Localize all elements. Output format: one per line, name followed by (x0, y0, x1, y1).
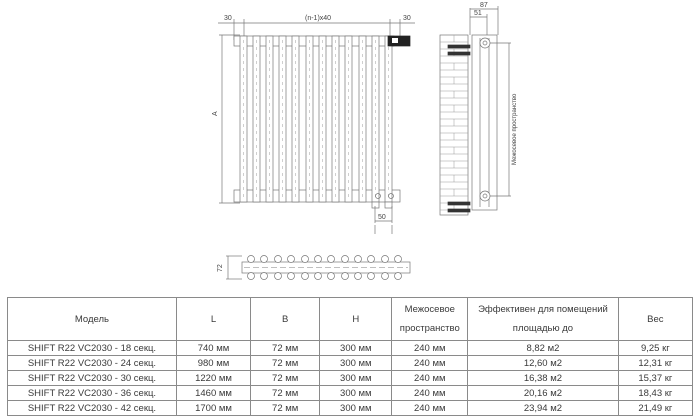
table-row: SHIFT R22 VC2030 - 18 секц. 740 мм 72 мм… (7, 340, 694, 356)
cell-l: 980 мм (175, 355, 252, 371)
cell-b: 72 мм (250, 370, 321, 386)
header-l: L (175, 297, 252, 341)
cell-room-area: 20,16 м2 (467, 385, 619, 401)
cell-axis-spacing: 240 мм (391, 385, 469, 401)
cell-b: 72 мм (250, 340, 321, 356)
cell-axis-spacing: 240 мм (391, 340, 469, 356)
dim-axis-spacing: Межосевое пространство (512, 93, 518, 165)
cell-weight: 15,37 кг (617, 370, 694, 386)
dim-left-30: 30 (224, 15, 232, 22)
dim-height-a: A (212, 111, 219, 116)
dim-right-30: 30 (403, 15, 411, 22)
dim-connection-50: 50 (378, 214, 386, 221)
dim-center-n40: (n-1)x40 (305, 15, 331, 22)
cell-b: 72 мм (250, 385, 321, 401)
cell-h: 300 мм (319, 385, 393, 401)
cell-b: 72 мм (250, 355, 321, 371)
cell-model: SHIFT R22 VC2030 - 18 секц. (7, 340, 177, 356)
header-weight: Вес (617, 297, 694, 341)
cell-room-area: 23,94 м2 (467, 400, 619, 416)
cell-room-area: 16,38 м2 (467, 370, 619, 386)
side-view (439, 6, 511, 216)
table-row: SHIFT R22 VC2030 - 36 секц. 1460 мм 72 м… (7, 385, 694, 401)
cell-weight: 18,43 кг (617, 385, 694, 401)
cell-l: 1700 мм (175, 400, 252, 416)
dim-offset-51: 51 (474, 10, 482, 17)
cell-model: SHIFT R22 VC2030 - 24 секц. (7, 355, 177, 371)
cell-weight: 12,31 кг (617, 355, 694, 371)
cell-model: SHIFT R22 VC2030 - 36 секц. (7, 385, 177, 401)
cell-b: 72 мм (250, 400, 321, 416)
cell-axis-spacing: 240 мм (391, 400, 469, 416)
cell-room-area: 8,82 м2 (467, 340, 619, 356)
header-h: H (319, 297, 393, 341)
cell-model: SHIFT R22 VC2030 - 30 секц. (7, 370, 177, 386)
cell-h: 300 мм (319, 340, 393, 356)
cell-l: 1220 мм (175, 370, 252, 386)
front-view (218, 19, 415, 234)
cell-weight: 21,49 кг (617, 400, 694, 416)
cell-axis-spacing: 240 мм (391, 355, 469, 371)
dim-top-72: 72 (217, 264, 224, 272)
cell-h: 300 мм (319, 400, 393, 416)
technical-drawing: 30 (n-1)x40 30 A 50 (212, 2, 518, 280)
cell-model: SHIFT R22 VC2030 - 42 секц. (7, 400, 177, 416)
cell-room-area: 12,60 м2 (467, 355, 619, 371)
cell-h: 300 мм (319, 355, 393, 371)
table-row: SHIFT R22 VC2030 - 30 секц. 1220 мм 72 м… (7, 370, 694, 386)
header-model: Модель (7, 297, 177, 341)
cell-l: 740 мм (175, 340, 252, 356)
cell-h: 300 мм (319, 370, 393, 386)
cell-weight: 9,25 кг (617, 340, 694, 356)
cell-axis-spacing: 240 мм (391, 370, 469, 386)
table-row: SHIFT R22 VC2030 - 24 секц. 980 мм 72 мм… (7, 355, 694, 371)
dim-depth-87: 87 (480, 2, 488, 9)
top-view (226, 255, 411, 280)
cell-l: 1460 мм (175, 385, 252, 401)
table-row: SHIFT R22 VC2030 - 42 секц. 1700 мм 72 м… (7, 400, 694, 416)
header-b: B (250, 297, 321, 341)
